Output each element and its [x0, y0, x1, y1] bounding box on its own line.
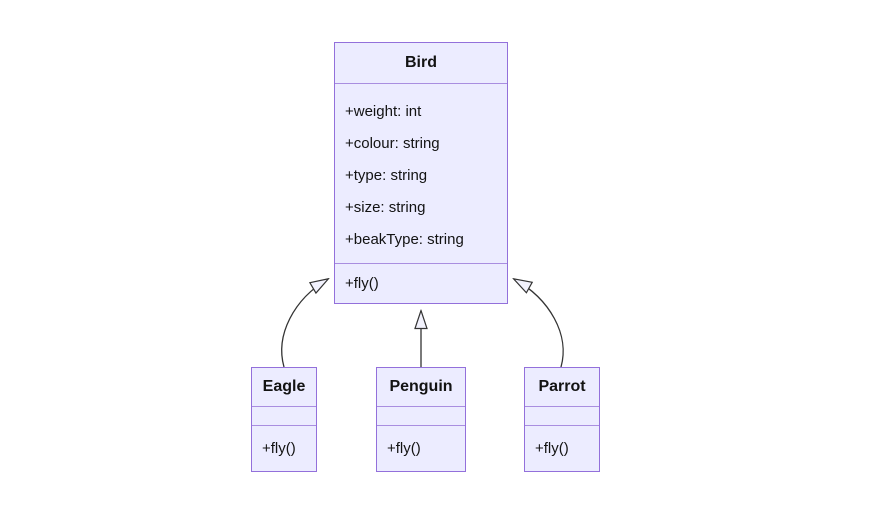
class-box-eagle: Eagle +fly() [251, 367, 317, 472]
attribute: +colour: string [345, 135, 440, 152]
class-title: Parrot [525, 368, 599, 407]
edge-eagle-to-bird [281, 279, 328, 368]
class-methods: +fly() [377, 425, 465, 471]
method: +fly() [262, 440, 296, 457]
class-attributes-empty [377, 407, 465, 425]
class-box-penguin: Penguin +fly() [376, 367, 466, 472]
method: +fly() [535, 440, 569, 457]
edge-parrot-to-bird [514, 279, 564, 368]
attribute: +size: string [345, 199, 426, 216]
attribute: +type: string [345, 167, 428, 184]
class-attributes-empty [252, 407, 316, 425]
class-title: Penguin [377, 368, 465, 407]
method: +fly() [345, 275, 379, 292]
class-title: Eagle [252, 368, 316, 407]
class-methods: +fly() [335, 263, 507, 303]
attribute: +weight: int [345, 103, 422, 120]
class-attributes: +weight: int +colour: string +type: stri… [335, 84, 507, 263]
class-box-parrot: Parrot +fly() [524, 367, 600, 472]
class-attributes-empty [525, 407, 599, 425]
method: +fly() [387, 440, 421, 457]
class-methods: +fly() [252, 425, 316, 471]
class-box-bird: Bird +weight: int +colour: string +type:… [334, 42, 508, 304]
class-methods: +fly() [525, 425, 599, 471]
attribute: +beakType: string [345, 231, 464, 248]
class-title: Bird [335, 43, 507, 84]
